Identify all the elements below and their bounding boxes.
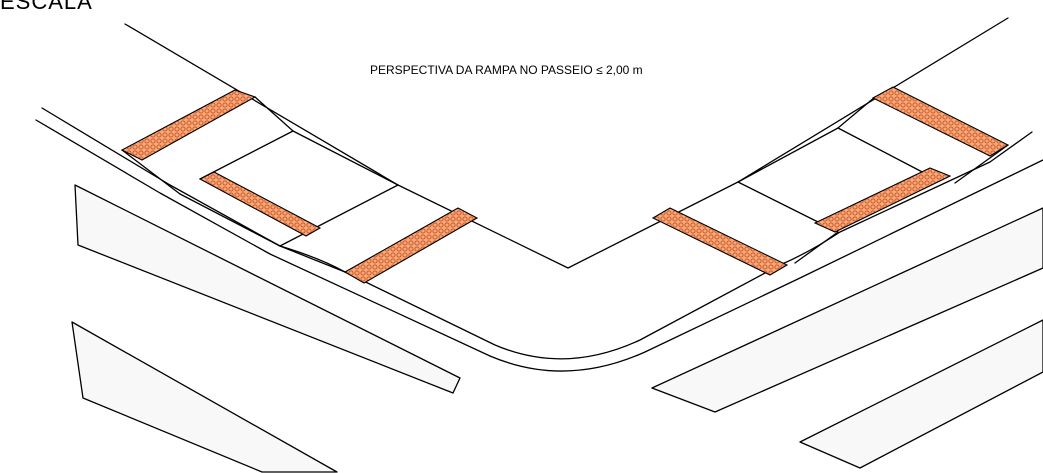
ramp-edge [121,149,181,195]
curb-line-lower [35,119,1043,372]
ramp-edge [254,96,294,132]
tactile-band-right-3 [871,86,1010,157]
ramp-edge [199,130,294,180]
ramp-edge [279,184,399,247]
tactile-band-left-3 [343,207,479,284]
sidewalk-outer-edge-left [124,23,569,269]
tactile-band-right-2 [813,167,952,233]
ramp-edge [794,231,839,264]
ramp-edge [292,130,399,186]
tactile-band-left-1 [120,89,257,161]
island-right-lower [799,319,1043,469]
tactile-band-right-1 [651,207,789,276]
island-left-lower [71,321,338,473]
island-left-upper [74,184,461,394]
ramp-edge [279,245,346,273]
ramp-edge [954,144,1009,184]
ramp-edge [837,96,876,129]
tactile-band-left-2 [198,171,322,237]
curb-line-upper [41,107,1033,360]
island-right-upper [651,207,1043,413]
sidewalk-outer-edge-right [567,17,1009,269]
right-ramp [737,96,1009,264]
ramp-edge [837,127,929,176]
ramp-caption: PERSPECTIVA DA RAMPA NO PASSEIO ≤ 2,00 m [370,63,643,77]
scale-label: ESCALA [0,0,93,14]
left-ramp [121,96,399,273]
ramp-edge [179,193,281,247]
ramp-edge [737,127,839,183]
